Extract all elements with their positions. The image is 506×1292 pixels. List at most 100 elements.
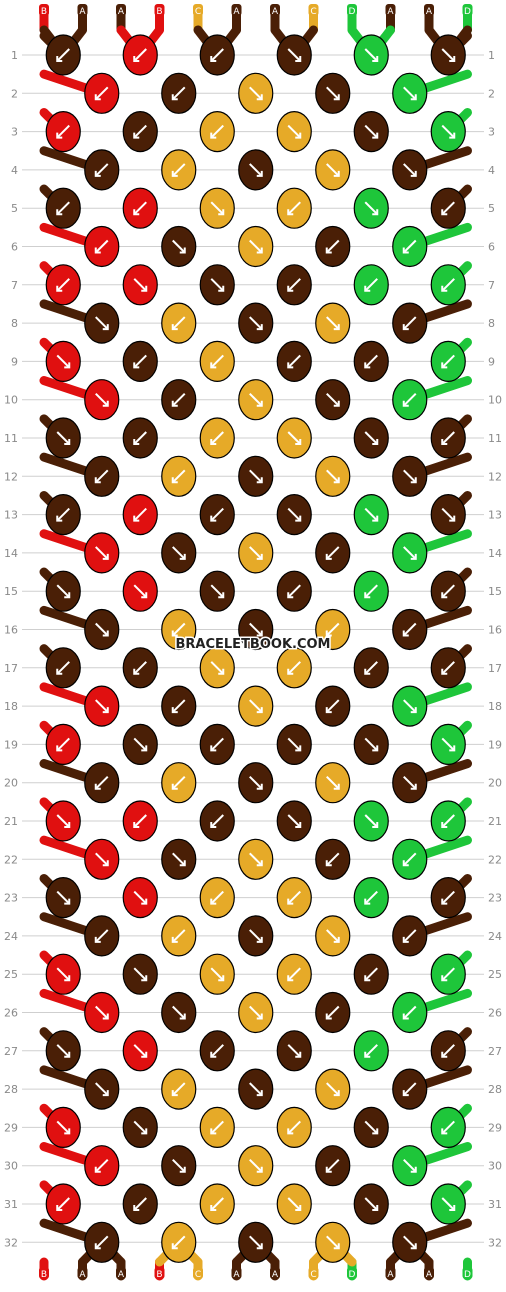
- knot: [45, 493, 81, 536]
- row-number-left: 24: [4, 930, 18, 943]
- arrow-head-icon: [141, 898, 148, 905]
- arrow-head-icon: [333, 936, 340, 943]
- arrow-icon: [95, 852, 109, 867]
- arrow-head-icon: [410, 783, 417, 790]
- arrow-icon: [287, 124, 301, 139]
- arrow-icon: [210, 124, 224, 139]
- arrow-head-icon: [364, 668, 371, 675]
- arrow-icon: [133, 431, 147, 445]
- row-number-left: 16: [4, 624, 18, 637]
- knot: [161, 72, 197, 114]
- knot: [430, 111, 466, 153]
- arrow-head-icon: [256, 553, 263, 560]
- arrow-icon: [56, 431, 70, 445]
- arrow-head-icon: [372, 515, 379, 522]
- arrow-icon: [326, 852, 340, 867]
- strand-label-badge: [39, 1267, 49, 1279]
- knot: [199, 264, 235, 306]
- arrow-head-icon: [441, 668, 448, 675]
- strand-label: A: [387, 7, 394, 17]
- arrow-head-icon: [94, 1243, 101, 1250]
- arrow-icon: [172, 392, 186, 407]
- arrow-icon: [95, 1082, 109, 1096]
- arrow-head-icon: [141, 592, 148, 599]
- knot: [238, 1221, 274, 1263]
- arrow-head-icon: [56, 668, 63, 675]
- row-number-right: 2: [488, 87, 495, 100]
- arrow-icon: [56, 48, 70, 62]
- row-number-left: 1: [11, 49, 18, 62]
- arrow-icon: [56, 890, 70, 905]
- strand-label: A: [426, 1270, 433, 1280]
- arrow-head-icon: [364, 898, 371, 905]
- arrow-icon: [403, 546, 417, 560]
- arrow-head-icon: [333, 1090, 340, 1097]
- knot: [430, 187, 466, 229]
- arrow-icon: [172, 622, 186, 637]
- knot: [276, 723, 312, 766]
- strand-label: A: [118, 1270, 125, 1280]
- arrow-head-icon: [210, 515, 217, 522]
- knot: [392, 915, 428, 957]
- arrow-head-icon: [325, 1166, 332, 1173]
- arrow-head-icon: [295, 1205, 302, 1211]
- row-number-left: 17: [4, 662, 18, 675]
- arrow-icon: [172, 929, 186, 943]
- arrow-head-icon: [333, 400, 340, 407]
- arrow-head-icon: [256, 783, 263, 790]
- arrow-head-icon: [94, 170, 101, 177]
- arrow-head-icon: [94, 936, 101, 943]
- knot: [45, 647, 81, 689]
- knots: [45, 34, 466, 1263]
- knot: [84, 1145, 120, 1187]
- knot: [238, 608, 274, 651]
- knot: [122, 111, 158, 153]
- knot: [276, 953, 312, 995]
- arrow-icon: [326, 929, 340, 943]
- arrow-head-icon: [102, 707, 109, 714]
- arrow-icon: [249, 1005, 263, 1020]
- arrow-icon: [133, 1044, 147, 1058]
- knot: [315, 1068, 351, 1110]
- knot: [199, 800, 235, 842]
- arrow-icon: [172, 1082, 186, 1096]
- arrow-head-icon: [64, 1051, 71, 1058]
- row-number-left: 2: [11, 87, 18, 100]
- row-number-left: 29: [4, 1121, 18, 1134]
- arrow-icon: [403, 1005, 417, 1020]
- arrow-head-icon: [210, 439, 217, 445]
- arrow-head-icon: [410, 707, 417, 714]
- strand-label: C: [310, 7, 316, 17]
- knot: [238, 149, 274, 191]
- arrow-icon: [364, 431, 378, 445]
- arrow-icon: [249, 622, 263, 637]
- knot: [430, 800, 466, 842]
- arrow-head-icon: [287, 1128, 294, 1135]
- row-number-left: 32: [4, 1236, 18, 1249]
- knot: [276, 1106, 312, 1149]
- arrow-icon: [441, 1197, 455, 1211]
- knot: [199, 340, 235, 382]
- row-number-right: 17: [488, 662, 502, 675]
- knot: [45, 723, 81, 766]
- arrow-head-icon: [141, 1128, 148, 1135]
- knot: [353, 1106, 389, 1149]
- arrow-head-icon: [133, 132, 140, 139]
- arrow-head-icon: [141, 1051, 148, 1058]
- row-number-left: 15: [4, 585, 18, 598]
- arrow-icon: [56, 584, 70, 598]
- strand-label-badge: [424, 1267, 434, 1279]
- arrow-icon: [287, 737, 301, 752]
- row-number-left: 11: [4, 432, 18, 445]
- knot: [199, 34, 235, 76]
- strand-label-badge: [193, 1267, 203, 1279]
- knot: [84, 455, 120, 497]
- knot: [199, 876, 235, 919]
- knot: [353, 111, 389, 153]
- arrow-head-icon: [287, 362, 294, 369]
- arrow-head-icon: [287, 668, 294, 675]
- strand-label-badge: [116, 1267, 126, 1279]
- arrow-icon: [326, 392, 340, 407]
- row-number-right: 23: [488, 892, 502, 905]
